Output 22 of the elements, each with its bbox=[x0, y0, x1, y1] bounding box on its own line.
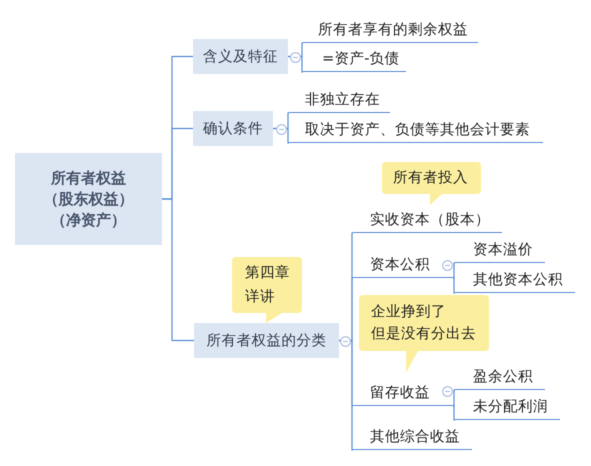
connector-line bbox=[273, 128, 290, 144]
topic-box: 含义及特征 bbox=[193, 39, 288, 74]
underlined-topic: 非独立存在 bbox=[289, 88, 390, 113]
topic-box: 所有者权益的分类 bbox=[194, 323, 339, 358]
underlined-topic: 资本溢价 bbox=[455, 238, 545, 263]
connector-line bbox=[452, 277, 456, 294]
underlined-topic: 取决于资产、负债等其他会计要素 bbox=[289, 118, 543, 143]
underlined-topic: 其他资本公积 bbox=[455, 268, 575, 293]
central-topic-box: 所有者权益（股东权益）（净资产） bbox=[15, 153, 162, 245]
connector-line bbox=[452, 262, 456, 279]
topic-box: 确认条件 bbox=[193, 111, 273, 146]
callout-bubble: 所有者投入 bbox=[382, 162, 481, 205]
connector-line bbox=[162, 198, 194, 342]
underlined-topic: 其他综合收益 bbox=[353, 425, 472, 450]
underlined-topic: 未分配利润 bbox=[455, 395, 560, 420]
underlined-topic: =资产-负债 bbox=[303, 47, 406, 72]
underlined-topic: 实收资本（股本） bbox=[353, 208, 502, 233]
underlined-topic: 所有者享有的剩余权益 bbox=[303, 18, 478, 43]
connector-line bbox=[452, 389, 456, 407]
callout-bubble: 第四章详讲 bbox=[232, 257, 302, 323]
connector-line bbox=[452, 405, 456, 421]
underlined-topic: 盈余公积 bbox=[455, 365, 545, 390]
